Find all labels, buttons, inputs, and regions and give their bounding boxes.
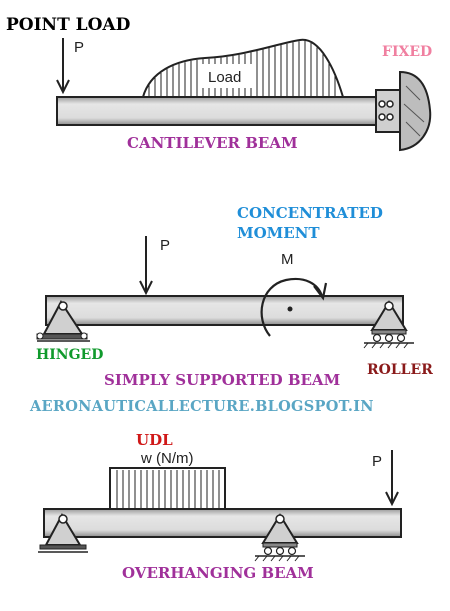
udl-block — [109, 467, 226, 510]
overhanging-beam — [43, 508, 402, 538]
point-load-arrow-2 — [139, 236, 153, 296]
hinged-label: HINGED — [36, 347, 103, 363]
distributed-load-curve: Load — [141, 38, 345, 98]
fixed-label: FIXED — [382, 44, 432, 60]
moment-label: MOMENT — [237, 224, 320, 242]
point-load-p2-label: P — [160, 237, 170, 254]
simply-supported-section: CONCENTRATED MOMENT P M — [29, 204, 433, 415]
point-load-label: POINT LOAD — [6, 15, 131, 35]
simply-supported-beam-label: SIMPLY SUPPORTED BEAM — [104, 371, 340, 389]
roller-support-icon-2 — [254, 513, 305, 562]
cantilever-beam-label: CANTILEVER BEAM — [127, 134, 298, 152]
load-label: Load — [208, 69, 241, 86]
moment-arc-icon — [260, 277, 328, 337]
point-load-p3-label: P — [372, 453, 382, 470]
cantilever-section: POINT LOAD P Load FIXED CANTILEVER BEA — [6, 15, 432, 152]
hinge-support-icon — [36, 300, 90, 342]
udl-label: UDL — [136, 431, 173, 449]
fixed-support — [375, 70, 432, 152]
concentrated-label: CONCENTRATED — [237, 204, 383, 222]
udl-w-label: w (N/m) — [140, 450, 194, 467]
simply-supported-beam — [45, 295, 404, 326]
moment-m-label: M — [281, 251, 294, 268]
roller-label: ROLLER — [367, 362, 433, 378]
point-load-arrow — [56, 38, 70, 95]
point-load-arrow-3 — [385, 450, 399, 507]
watermark-text: AERONAUTICALLECTURE.BLOGSPOT.IN — [29, 398, 374, 415]
roller-support-icon — [363, 300, 414, 349]
overhanging-section: UDL w (N/m) P — [38, 431, 402, 582]
hinge-support-icon-2 — [38, 512, 88, 553]
point-load-p-label: P — [74, 39, 84, 56]
overhanging-beam-label: OVERHANGING BEAM — [122, 564, 314, 582]
cantilever-beam — [56, 96, 378, 126]
